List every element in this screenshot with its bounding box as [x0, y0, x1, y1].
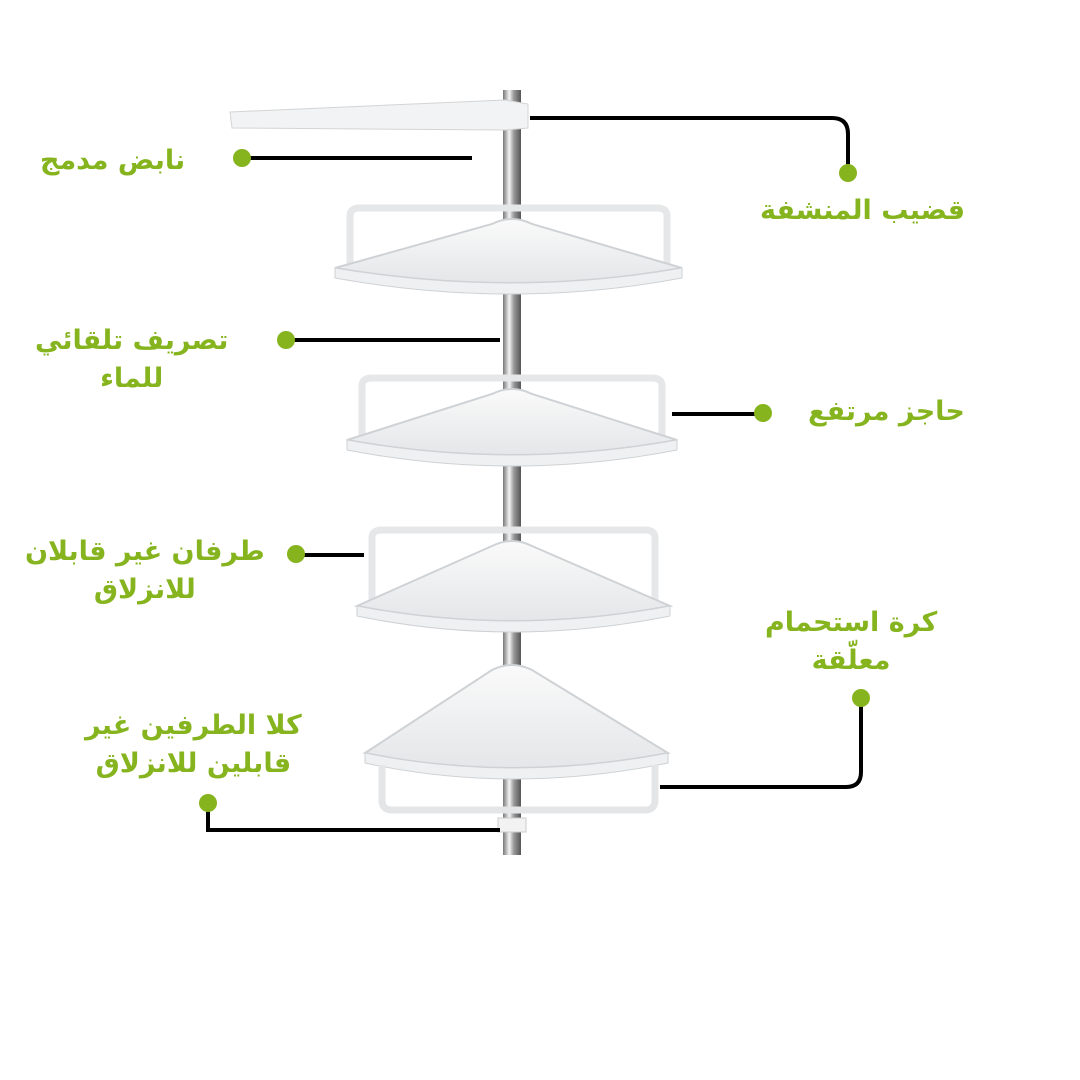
shelf-rail: [368, 526, 659, 606]
label-non-slip-ends: طرفان غير قابلان للانزلاق: [25, 533, 265, 609]
label-line: طرفان غير قابلان: [25, 536, 265, 567]
label-line: للماء: [100, 363, 164, 394]
corner-shelf: [362, 664, 671, 769]
label-line: للانزلاق: [93, 574, 196, 605]
label-auto-drain: تصريف تلقائي للماء: [35, 322, 228, 398]
label-line: تصريف تلقائي: [35, 325, 229, 356]
marker-dot: [199, 794, 217, 812]
leader-line-bath-ball: [660, 698, 863, 789]
label-towel-bar: قضيب المنشفة: [760, 195, 966, 226]
label-line: كرة استحمام: [765, 607, 938, 638]
label-line: قابلين للانزلاق: [95, 748, 292, 779]
shelf-rail: [346, 204, 671, 268]
shelf-rail: [358, 374, 666, 440]
shelf-edge: [364, 752, 669, 780]
label-built-in-spring: نابض مدمج: [40, 145, 186, 176]
marker-dot: [287, 545, 305, 563]
shelf-edge: [356, 605, 671, 633]
label-hanging-bath-ball: كرة استحمام معلّقة: [765, 604, 937, 680]
marker-dot: [233, 149, 251, 167]
marker-dot: [277, 331, 295, 349]
top-towel-bar: [229, 99, 529, 131]
label-line: معلّقة: [811, 645, 891, 676]
label-line: كلا الطرفين غير: [85, 710, 302, 741]
marker-dot: [852, 689, 870, 707]
leader-line-towel-bar: [530, 116, 850, 173]
shelf-edge: [334, 267, 683, 295]
marker-dot: [839, 164, 857, 182]
label-raised-barrier: حاجز مرتفع: [808, 396, 965, 427]
corner-shelf: [334, 218, 683, 284]
marker-dot: [754, 404, 772, 422]
corner-shelf: [353, 540, 674, 622]
corner-shelf: [346, 388, 678, 456]
pole-end-cap: [497, 817, 527, 833]
bottom-towel-bar: [378, 765, 659, 814]
shelf-edge: [346, 439, 678, 467]
label-both-ends-non-slip: كلا الطرفين غير قابلين للانزلاق: [85, 707, 302, 783]
